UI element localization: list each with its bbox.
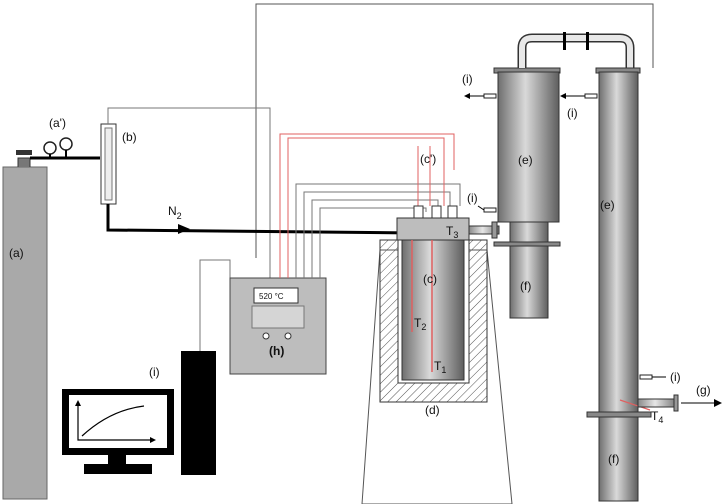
thermocouple-wires [279, 133, 455, 278]
flowmeter-tube [104, 127, 113, 201]
condenser-1-bottom-flange [493, 241, 561, 247]
label-i-bottom: (i) [670, 370, 681, 384]
flowmeter-wire [107, 107, 271, 278]
label-f2: (f) [608, 452, 619, 466]
label-i-screen: (i) [149, 365, 160, 379]
n2-flow-arrow [178, 224, 190, 234]
label-e1: (e) [518, 153, 533, 167]
reactor-outlet-flange [491, 221, 498, 239]
pressure-regulator [30, 137, 100, 160]
gas-outlet-flange [673, 394, 679, 412]
condenser-1 [497, 71, 560, 223]
condenser-2 [598, 71, 639, 413]
computer-tower [181, 351, 216, 475]
label-g: (g) [696, 383, 711, 397]
computer [62, 351, 216, 475]
label-t1-sub: 1 [441, 365, 446, 375]
label-t1: T1 [434, 359, 446, 375]
label-a: (a) [9, 246, 24, 260]
cylinder-valve [16, 150, 32, 155]
label-c-prime: (c') [420, 152, 436, 166]
thermocouple-t4 [619, 399, 651, 411]
label-t3-main: T [446, 224, 454, 238]
pc-wire [199, 259, 231, 351]
label-c: (c) [423, 272, 437, 286]
label-t3-sub: 3 [453, 230, 458, 240]
controller-knob-right [284, 332, 292, 340]
control-wires [295, 183, 461, 278]
label-t3: T3 [446, 224, 458, 240]
controller-display: 520 °C [259, 292, 284, 301]
label-i-top-left: (i) [462, 72, 473, 86]
collector-1 [509, 245, 549, 319]
label-d: (d) [425, 403, 440, 417]
label-n2: N2 [168, 204, 182, 221]
signal-wire-top [255, 3, 654, 258]
label-e2: (e) [600, 198, 615, 212]
reactor-ports [413, 205, 458, 219]
label-t2-main: T [414, 316, 422, 330]
gas-outlet [637, 398, 677, 408]
label-t4-main: T [651, 409, 659, 423]
label-t2-sub: 2 [421, 322, 426, 332]
label-h: (h) [269, 344, 284, 358]
collector-2 [598, 416, 639, 502]
label-i-top-right: (i) [567, 106, 578, 120]
condenser-1-neck [509, 221, 549, 243]
controller-knob-left [262, 332, 270, 340]
label-b: (b) [122, 130, 137, 144]
controller-panel [251, 305, 305, 329]
gas-cylinder [2, 166, 48, 500]
controller-display-frame [253, 287, 299, 304]
label-a-prime: (a') [49, 116, 66, 130]
label-t2: T2 [414, 316, 426, 332]
label-f1: (f) [520, 279, 531, 293]
label-i-middle: (i) [467, 191, 478, 205]
connecting-pipe [517, 33, 635, 68]
label-t4: T4 [651, 409, 663, 425]
label-n2-main: N [168, 204, 177, 218]
pipe-clamp-right [586, 32, 589, 50]
label-t1-main: T [434, 359, 442, 373]
pipe-clamp-left [563, 32, 566, 50]
label-t4-sub: 4 [658, 415, 663, 425]
cylinder-neck [17, 157, 31, 167]
cooling-water-ports [464, 93, 666, 380]
n2-gas-line [106, 204, 416, 235]
reactor-outlet-pipe [468, 225, 500, 235]
condenser-2-flange [586, 411, 652, 418]
label-n2-sub: 2 [177, 211, 182, 221]
